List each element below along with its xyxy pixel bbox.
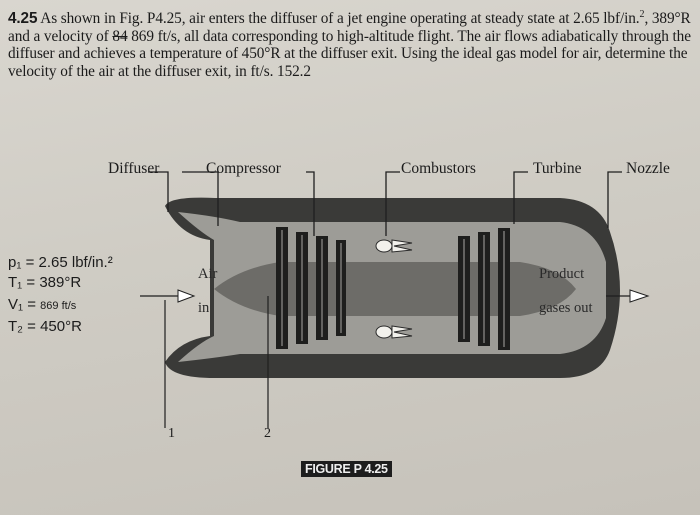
state-v1-prefix: V₁ = [8,296,41,313]
turbine-blades [458,228,510,350]
product-label-2: gases out [539,300,593,316]
state-t1: T₁ = 389°R [8,274,82,291]
problem-text-2: , 389°R and a velocity of [8,10,691,45]
label-turbine: Turbine [533,160,582,177]
product-label-1: Product [539,266,585,282]
label-diffuser: Diffuser [108,160,160,177]
air-in-label-1: Air [198,266,218,282]
state-v1-value: 869 ft/s [40,300,77,312]
exit-arrowhead [629,289,650,303]
station-1-label: 1 [168,426,175,441]
turbine-blade-stripes [463,231,505,347]
struck-value: 84 [112,27,128,45]
problem-statement: 4.25 As shown in Fig. P4.25, air enters … [8,9,691,80]
air-in-label-2: in [198,300,210,316]
state-t2: T₂ = 450°R [8,318,82,335]
inlet-arrowhead [177,289,196,303]
combustor-flames [375,239,413,339]
compressor-blade-stripes [281,230,342,346]
leader-lines [148,171,622,236]
station-2-label: 2 [264,426,271,441]
label-compressor: Compressor [206,160,281,177]
problem-text-1: As shown in Fig. P4.25, air enters the d… [37,10,640,28]
problem-number: 4.25 [8,10,38,28]
label-combustors: Combustors [401,160,476,177]
label-nozzle: Nozzle [626,160,670,177]
problem-text-3: 869 ft/s, all data corresponding to high… [8,27,691,80]
state-p1: p₁ = 2.65 lbf/in.² [8,254,113,271]
figure-caption: FIGURE P 4.25 [301,461,392,477]
state-v1: V₁ = 869 ft/s [8,296,76,313]
